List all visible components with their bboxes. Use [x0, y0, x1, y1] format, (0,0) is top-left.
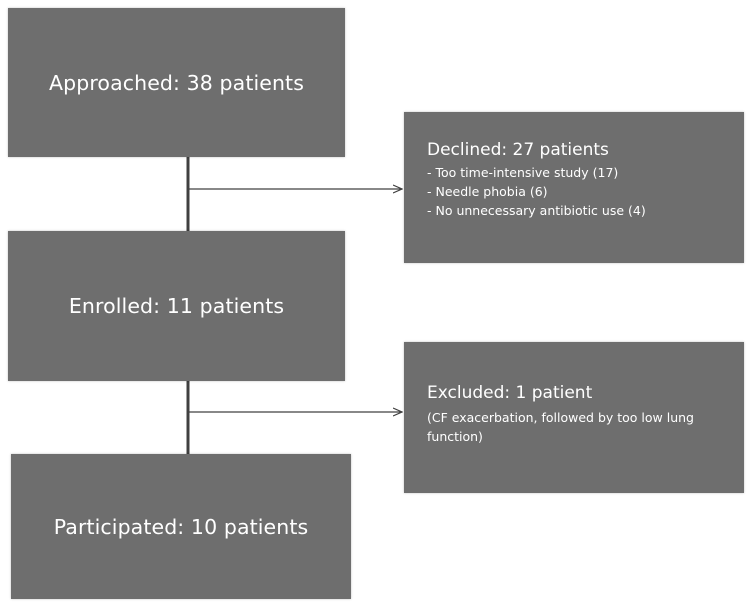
declined-reason-item: - Too time-intensive study (17)	[427, 165, 619, 180]
declined-box: Declined: 27 patients - Too time-intensi…	[404, 112, 744, 263]
excluded-box: Excluded: 1 patient (CF exacerbation, fo…	[404, 342, 744, 493]
excluded-title: Excluded: 1 patient	[427, 383, 593, 403]
enrolled-label: Enrolled: 11 patients	[68, 294, 285, 318]
declined-title: Declined: 27 patients	[427, 140, 609, 160]
participated-label: Participated: 10 patients	[53, 514, 309, 539]
approached-box: Approached: 38 patients	[8, 8, 345, 157]
enrolled-box: Enrolled: 11 patients	[8, 231, 345, 381]
declined-reasons-list: - Too time-intensive study (17) - Needle…	[427, 163, 732, 220]
declined-reason-item: - No unnecessary antibiotic use (4)	[427, 203, 646, 218]
excluded-note: (CF exacerbation, followed by too low lu…	[427, 410, 694, 444]
declined-reason-item: - Needle phobia (6)	[427, 184, 548, 199]
approached-label: Approached: 38 patients	[49, 70, 304, 95]
participated-box: Participated: 10 patients	[11, 454, 351, 599]
